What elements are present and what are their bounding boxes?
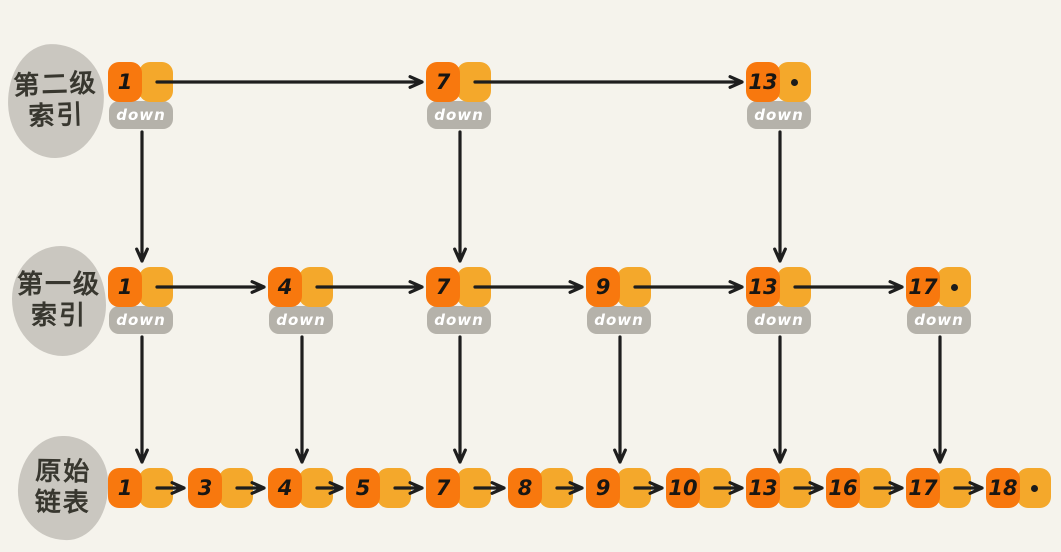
node-pointer-cell [857,468,891,508]
down-label: down [747,101,811,129]
node-value-cell: 16 [826,468,860,508]
node-value-cell: 13 [746,267,780,307]
list-node: 7 [426,267,491,307]
list-node: 7 [426,468,491,508]
down-label: down [109,101,173,129]
node-pointer-cell [937,267,971,307]
down-label: down [109,306,173,334]
list-node: 17 [906,267,971,307]
list-node: 7 [426,62,491,102]
arrow [295,335,309,464]
down-label: down [427,101,491,129]
node-pointer-cell [457,267,491,307]
arrow [155,280,266,294]
list-node: 9 [586,468,651,508]
node-pointer-cell [139,468,173,508]
node-pointer-cell [457,468,491,508]
down-label: down [427,306,491,334]
node-value-cell: 4 [268,267,302,307]
row-label-first-level-index: 第一级 索引 [12,246,106,356]
arrow [473,280,584,294]
node-pointer-cell [139,62,173,102]
list-node: 1 [108,62,173,102]
list-node: 5 [346,468,411,508]
down-label: down [587,306,651,334]
node-pointer-cell [539,468,573,508]
row-label-text: 第二级 [12,68,98,102]
node-pointer-cell [1017,468,1051,508]
row-label-text: 索引 [28,100,86,132]
node-value-cell: 17 [906,468,940,508]
arrow [613,335,627,464]
node-pointer-cell [377,468,411,508]
row-label-text: 第一级 [16,270,101,301]
node-value-cell: 17 [906,267,940,307]
node-value-cell: 13 [746,62,780,102]
node-pointer-cell [139,267,173,307]
list-node: 9 [586,267,651,307]
arrow [633,280,744,294]
list-node: 8 [508,468,573,508]
arrow [933,335,947,464]
list-node: 13 [746,62,811,102]
null-pointer-dot [1030,484,1038,492]
arrow [793,280,904,294]
node-pointer-cell [299,468,333,508]
row-label-text: 链表 [34,487,91,519]
arrow [473,75,744,89]
down-label: down [907,306,971,334]
node-pointer-cell [777,468,811,508]
list-node: 1 [108,468,173,508]
list-node: 1 [108,267,173,307]
null-pointer-dot [790,78,798,86]
node-value-cell: 4 [268,468,302,508]
node-pointer-cell [777,267,811,307]
node-value-cell: 7 [426,62,460,102]
list-node: 3 [188,468,253,508]
list-node: 13 [746,468,811,508]
list-node: 16 [826,468,891,508]
node-pointer-cell [617,468,651,508]
node-pointer-cell [299,267,333,307]
node-pointer-cell [219,468,253,508]
list-node: 10 [666,468,731,508]
row-label-second-level-index: 第二级 索引 [6,42,106,160]
node-pointer-cell [617,267,651,307]
node-pointer-cell [937,468,971,508]
row-label-original-linked-list: 原始 链表 [17,435,109,541]
row-label-text: 原始 [35,456,92,488]
arrow [135,130,149,263]
node-value-cell: 13 [746,468,780,508]
list-node: 18 [986,468,1051,508]
node-value-cell: 1 [108,468,142,508]
node-value-cell: 3 [188,468,222,508]
arrow [453,335,467,464]
arrow [453,130,467,263]
node-value-cell: 7 [426,468,460,508]
arrow [135,335,149,464]
node-value-cell: 7 [426,267,460,307]
node-value-cell: 9 [586,468,620,508]
list-node: 4 [268,468,333,508]
list-node: 13 [746,267,811,307]
node-value-cell: 5 [346,468,380,508]
down-label: down [747,306,811,334]
node-value-cell: 9 [586,267,620,307]
row-label-text: 索引 [30,301,87,331]
list-node: 4 [268,267,333,307]
node-value-cell: 8 [508,468,542,508]
node-pointer-cell [777,62,811,102]
list-node: 17 [906,468,971,508]
null-pointer-dot [950,283,958,291]
node-value-cell: 1 [108,62,142,102]
arrow [773,130,787,263]
down-label: down [269,306,333,334]
node-value-cell: 18 [986,468,1020,508]
node-pointer-cell [457,62,491,102]
node-value-cell: 1 [108,267,142,307]
arrow [155,75,424,89]
arrow [773,335,787,464]
node-value-cell: 10 [666,468,700,508]
node-pointer-cell [697,468,731,508]
